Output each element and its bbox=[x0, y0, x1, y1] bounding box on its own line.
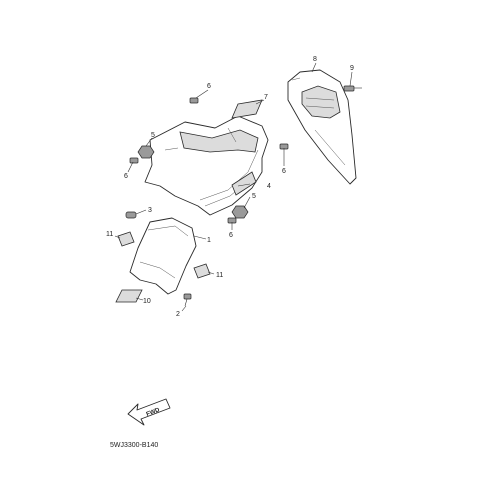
callout-labels: 8 9 6 7 5 6 6 4 5 6 3 11 1 11 10 2 bbox=[106, 56, 354, 318]
callout-6-right: 6 bbox=[282, 168, 286, 175]
leader-lines bbox=[114, 62, 353, 312]
part-9-screw bbox=[343, 85, 362, 92]
fwd-arrow-icon: FWD bbox=[127, 398, 171, 426]
part-7-label bbox=[231, 99, 263, 119]
callout-5-upper: 5 bbox=[151, 132, 155, 139]
drawing-code: 5WJ3300-B140 bbox=[110, 442, 158, 449]
part-11-clip-right bbox=[193, 263, 211, 279]
callout-11-left: 11 bbox=[106, 231, 113, 238]
part-5-nut-upper bbox=[137, 145, 155, 159]
part-8-side-cover bbox=[287, 69, 357, 185]
callout-11-right: 11 bbox=[216, 272, 223, 279]
callout-8: 8 bbox=[313, 56, 317, 63]
part-2-bolt bbox=[183, 293, 192, 307]
part-5-nut-lower bbox=[231, 205, 249, 219]
part-4-inner-panel bbox=[144, 115, 269, 216]
callout-1: 1 bbox=[207, 237, 211, 244]
part-11-clip-left bbox=[117, 231, 135, 247]
callout-10: 10 bbox=[143, 298, 151, 305]
part-1-front-cover bbox=[129, 217, 197, 295]
callout-6-left: 6 bbox=[124, 173, 128, 180]
callout-6-top: 6 bbox=[207, 83, 211, 90]
callout-2: 2 bbox=[176, 311, 180, 318]
callout-9: 9 bbox=[350, 65, 354, 72]
part-10-label bbox=[115, 289, 143, 303]
part-6-screw-top bbox=[189, 97, 199, 104]
callout-6-bottom: 6 bbox=[229, 232, 233, 239]
part-6-screw-left bbox=[129, 157, 139, 164]
fwd-label: FWD bbox=[146, 407, 162, 418]
part-3-grommet bbox=[125, 211, 137, 219]
callout-3: 3 bbox=[148, 207, 152, 214]
callout-5-lower: 5 bbox=[252, 193, 256, 200]
callout-7: 7 bbox=[264, 94, 268, 101]
callout-4: 4 bbox=[267, 183, 271, 190]
